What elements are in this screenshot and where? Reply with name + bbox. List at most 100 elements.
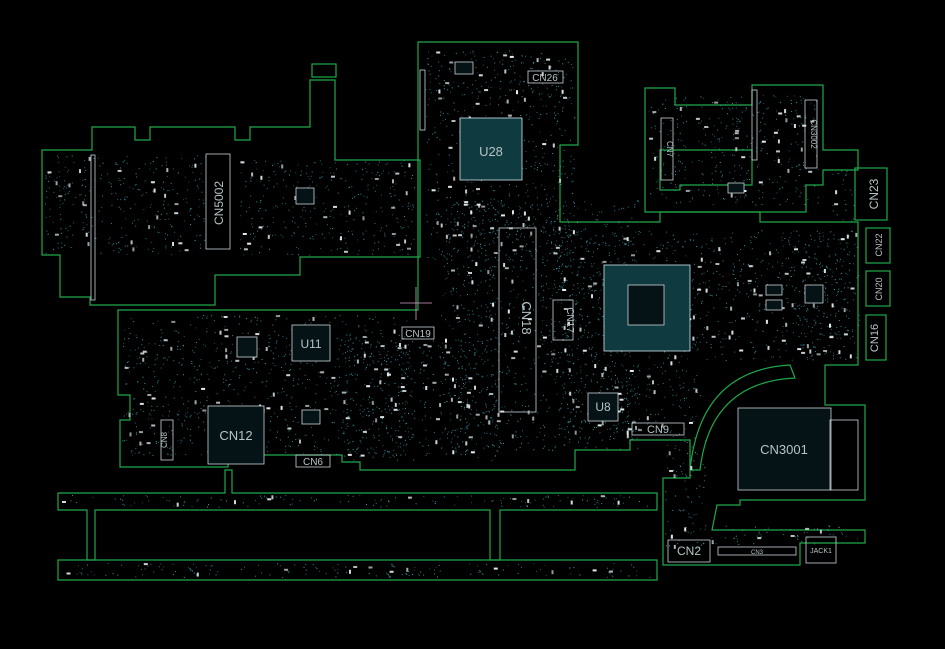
copper-pad bbox=[515, 223, 517, 225]
copper-pad bbox=[150, 206, 151, 208]
copper-pad bbox=[173, 574, 174, 575]
copper-pad bbox=[609, 439, 611, 440]
copper-pad bbox=[290, 397, 292, 399]
copper-pad bbox=[801, 305, 802, 307]
copper-pad bbox=[454, 429, 456, 431]
copper-pad bbox=[720, 346, 722, 348]
copper-pad bbox=[131, 450, 133, 451]
copper-pad bbox=[462, 441, 464, 443]
copper-pad bbox=[101, 174, 102, 176]
copper-pad bbox=[253, 238, 255, 240]
copper-pad bbox=[267, 450, 269, 452]
copper-pad bbox=[521, 384, 523, 385]
copper-pad bbox=[553, 229, 555, 231]
copper-pad bbox=[349, 398, 351, 400]
copper-pad bbox=[332, 237, 333, 239]
copper-pad bbox=[449, 378, 451, 380]
copper-pad bbox=[740, 358, 742, 360]
copper-pad bbox=[490, 198, 492, 200]
copper-pad bbox=[518, 341, 520, 343]
copper-pad bbox=[191, 363, 193, 364]
outline-cn22-tab bbox=[865, 227, 891, 264]
copper-pad bbox=[551, 341, 552, 343]
copper-pad bbox=[483, 423, 485, 425]
copper-pad bbox=[64, 166, 66, 168]
copper-pad bbox=[736, 123, 738, 125]
copper-pad bbox=[758, 533, 760, 535]
copper-pad bbox=[635, 402, 636, 404]
copper-pad bbox=[810, 235, 812, 236]
copper-pad bbox=[487, 66, 488, 68]
copper-pad bbox=[438, 75, 440, 77]
copper-pad bbox=[126, 383, 128, 385]
copper-pad bbox=[807, 276, 809, 278]
copper-pad bbox=[505, 95, 507, 96]
copper-pad bbox=[135, 225, 137, 227]
copper-pad bbox=[256, 168, 258, 170]
copper-pad bbox=[461, 406, 463, 407]
copper-pad bbox=[732, 263, 734, 265]
copper-pad bbox=[758, 111, 760, 113]
copper-pad bbox=[753, 543, 755, 545]
copper-pad bbox=[781, 239, 783, 241]
copper-pad bbox=[665, 545, 667, 547]
copper-pad bbox=[815, 346, 816, 348]
copper-pad bbox=[660, 170, 662, 172]
copper-pad bbox=[529, 225, 531, 227]
copper-pad bbox=[350, 351, 352, 352]
copper-pad bbox=[136, 176, 138, 178]
copper-pad bbox=[70, 500, 72, 502]
copper-pad bbox=[371, 397, 373, 399]
copper-pad bbox=[519, 336, 521, 338]
copper-pad bbox=[628, 403, 630, 405]
copper-pad bbox=[581, 403, 583, 405]
copper-pad bbox=[556, 292, 558, 293]
copper-pad bbox=[788, 161, 790, 163]
copper-pad bbox=[493, 198, 495, 200]
copper-pad bbox=[843, 346, 845, 347]
copper-pad bbox=[682, 122, 684, 124]
copper-pad bbox=[566, 252, 568, 254]
copper-pad bbox=[469, 563, 471, 565]
copper-pad bbox=[379, 500, 381, 502]
copper-pad bbox=[442, 120, 444, 122]
copper-pad bbox=[277, 392, 279, 394]
copper-pad bbox=[482, 388, 484, 390]
copper-pad bbox=[579, 431, 581, 433]
copper-pad bbox=[556, 218, 558, 220]
copper-pad bbox=[803, 292, 805, 294]
copper-pad bbox=[285, 451, 287, 453]
copper-pad bbox=[470, 206, 472, 208]
copper-pad bbox=[530, 368, 532, 370]
copper-pad bbox=[494, 405, 496, 407]
copper-pad bbox=[846, 309, 848, 311]
copper-pad bbox=[571, 313, 573, 315]
copper-pad bbox=[310, 175, 312, 177]
copper-pad bbox=[722, 260, 724, 262]
copper-pad bbox=[311, 364, 313, 366]
copper-pad bbox=[663, 162, 665, 164]
copper-pad bbox=[536, 204, 538, 206]
copper-pad bbox=[523, 80, 525, 82]
copper-pad bbox=[62, 202, 64, 204]
copper-pad bbox=[408, 431, 409, 433]
copper-pad bbox=[254, 160, 256, 162]
copper-pad bbox=[549, 330, 551, 332]
copper-pad bbox=[590, 263, 592, 265]
copper-pad bbox=[366, 437, 368, 439]
copper-pad bbox=[534, 330, 536, 332]
copper-pad bbox=[56, 155, 58, 157]
copper-pad bbox=[460, 295, 462, 297]
copper-pad bbox=[467, 181, 469, 183]
copper-pad bbox=[614, 380, 616, 382]
copper-pad bbox=[744, 245, 746, 247]
copper-pad bbox=[499, 440, 501, 442]
copper-pad bbox=[651, 106, 653, 108]
copper-pad bbox=[596, 381, 598, 383]
copper-pad bbox=[173, 168, 174, 170]
copper-pad bbox=[393, 565, 395, 567]
copper-pad bbox=[234, 367, 236, 369]
copper-pad bbox=[133, 220, 135, 222]
copper-pad bbox=[610, 378, 612, 380]
copper-pad bbox=[624, 262, 626, 264]
